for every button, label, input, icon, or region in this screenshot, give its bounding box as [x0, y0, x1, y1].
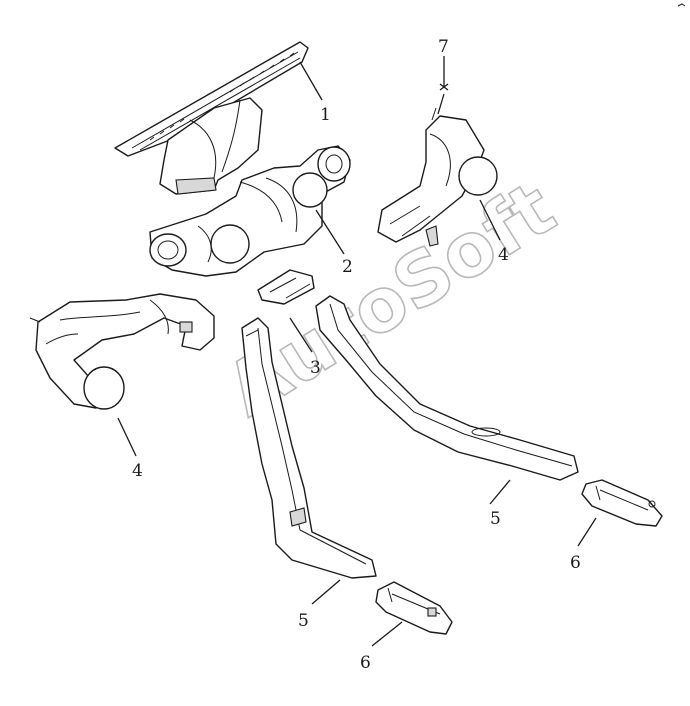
- part-4-left-vent-duct: [29, 293, 215, 410]
- callout-6-right: 6: [570, 553, 581, 573]
- callout-2: 2: [342, 257, 353, 277]
- callout-6-lower: 6: [360, 653, 371, 673]
- callout-5-right: 5: [490, 509, 501, 529]
- callout-3: 3: [310, 358, 321, 378]
- callout-5-left: 5: [298, 611, 309, 631]
- part-3-clip: [257, 269, 315, 305]
- part-1-defroster-duct: [114, 41, 309, 195]
- corner-mark: [677, 3, 686, 7]
- leader-lines: [117, 56, 597, 647]
- part-4-right-vent-duct: [377, 107, 498, 247]
- part-6-right-nozzle: [581, 479, 663, 527]
- callout-1: 1: [320, 105, 331, 125]
- callout-4-left: 4: [132, 461, 143, 481]
- callout-7: 7: [438, 37, 449, 57]
- part-5-right-floor-duct: [315, 295, 579, 481]
- callout-4-upper: 4: [498, 245, 509, 265]
- part-2-center-duct: [149, 145, 351, 277]
- part-6-lower-nozzle: [375, 581, 453, 635]
- part-5-left-floor-duct: [241, 317, 377, 579]
